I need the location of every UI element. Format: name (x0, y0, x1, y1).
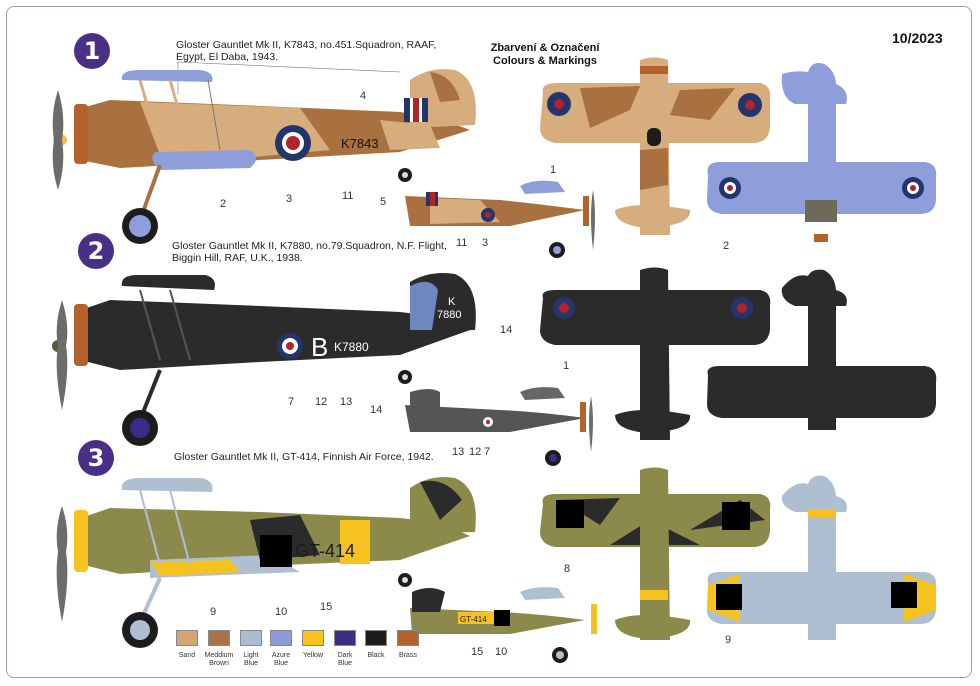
callout-s1-2: 2 (220, 198, 227, 210)
callout-s1-1: 1 (550, 164, 557, 176)
callout-s1-small-3: 3 (482, 237, 489, 249)
callout-s2-small-12: 12 (469, 446, 482, 458)
scheme-3-badge: 3 (78, 440, 114, 476)
callout-s3-bottom-9: 9 (725, 634, 732, 646)
legend-swatch-azure-blue (270, 630, 292, 646)
scheme-3-side-serial: GT-414 (295, 541, 355, 561)
callout-s2-1: 1 (563, 360, 570, 372)
legend-label-light-blue-1: Light (243, 652, 259, 659)
scheme-2-badge: 2 (78, 233, 114, 269)
scheme-2-caption-line2: Biggin Hill, RAF, U.K., 1938. (172, 252, 303, 264)
legend-label-medium-brown-2: Brown (209, 660, 229, 667)
legend-label-light-blue-2: Blue (243, 660, 258, 667)
callout-s1-small-11: 11 (456, 237, 468, 249)
legend-label-black: Black (367, 652, 385, 659)
legend-label-azure-blue-1: Azure (271, 652, 291, 659)
scheme-2-fin-serial-line1: K (448, 296, 456, 308)
callout-s3-9: 9 (210, 606, 217, 618)
legend-label-yellow: Yellow (303, 652, 323, 659)
callout-s3-8: 8 (564, 563, 571, 575)
callout-s2-7: 7 (288, 396, 295, 408)
legend-swatch-sand (176, 630, 198, 646)
scheme-3-small-serial: GT-414 (460, 615, 487, 624)
scheme-1-caption-line2: Egypt, El Daba, 1943. (176, 51, 279, 63)
scheme-3-caption-line1: Gloster Gauntlet Mk II, GT-414, Finnish … (174, 451, 434, 463)
legend-label-azure-blue-2: Blue (273, 660, 288, 667)
scheme-2-side-serial: K7880 (334, 340, 369, 354)
legend-label-medium-brown-1: Meddium (204, 652, 234, 659)
scheme-1-small-profile (405, 180, 595, 258)
scheme-2-caption-line1: Gloster Gauntlet Mk II, K7880, no.79.Squ… (172, 240, 447, 252)
callout-s1-11: 11 (342, 190, 354, 202)
callout-s1-bottom-2: 2 (723, 240, 730, 252)
scheme-2-fin-serial-line2: 7880 (437, 309, 461, 321)
callout-s1-5: 5 (380, 196, 387, 208)
scheme-3-bottom-view (707, 475, 937, 640)
callout-s2-12: 12 (315, 396, 328, 408)
scheme-1-side-profile (52, 61, 476, 244)
callout-s2-13: 13 (340, 396, 353, 408)
scheme-3-small-profile (410, 587, 597, 663)
legend-swatch-medium-brown (208, 630, 230, 646)
callout-s1-3: 3 (286, 193, 293, 205)
callout-s3-small-10: 10 (495, 646, 508, 658)
legend-label-sand: Sand (178, 652, 196, 659)
scheme-2-side-profile (52, 273, 476, 446)
scheme-1-caption-line1: Gloster Gauntlet Mk II, K7843, no.451.Sq… (176, 39, 437, 51)
legend-swatch-brass (397, 630, 419, 646)
date-label: 10/2023 (892, 30, 943, 46)
callout-s3-10: 10 (275, 606, 288, 618)
legend-label-brass: Brass (399, 652, 417, 659)
legend-label-dark-blue-2: Blue (337, 660, 352, 667)
callout-s3-15: 15 (320, 601, 333, 613)
scheme-1-badge: 1 (74, 33, 110, 69)
scheme-3-side-profile (56, 477, 476, 648)
scheme-1-bottom-view (707, 63, 937, 242)
legend-swatch-black (365, 630, 387, 646)
scheme-1-top-view (540, 57, 771, 235)
scheme-1-side-serial: K7843 (341, 136, 379, 151)
callout-s1-4: 4 (360, 90, 367, 102)
title-czech: Zbarvení & Označení (490, 42, 600, 54)
legend-swatch-dark-blue (334, 630, 356, 646)
callout-s2-14: 14 (500, 324, 513, 336)
title-english: Colours & Markings (493, 55, 597, 67)
callout-s2-small-7: 7 (484, 446, 491, 458)
scheme-2-code-letter: B (311, 332, 328, 362)
scheme-2-small-profile (405, 387, 593, 466)
legend-swatch-light-blue (240, 630, 262, 646)
scheme-2-top-view (540, 267, 771, 440)
legend-label-dark-blue-1: Dark (337, 652, 353, 659)
callout-s3-small-15: 15 (471, 646, 484, 658)
legend-swatch-yellow (302, 630, 324, 646)
callout-s2-small-14: 14 (370, 404, 383, 416)
callout-s2-small-13: 13 (452, 446, 465, 458)
scheme-3-top-view (540, 467, 771, 640)
scheme-2-bottom-view (707, 269, 937, 430)
